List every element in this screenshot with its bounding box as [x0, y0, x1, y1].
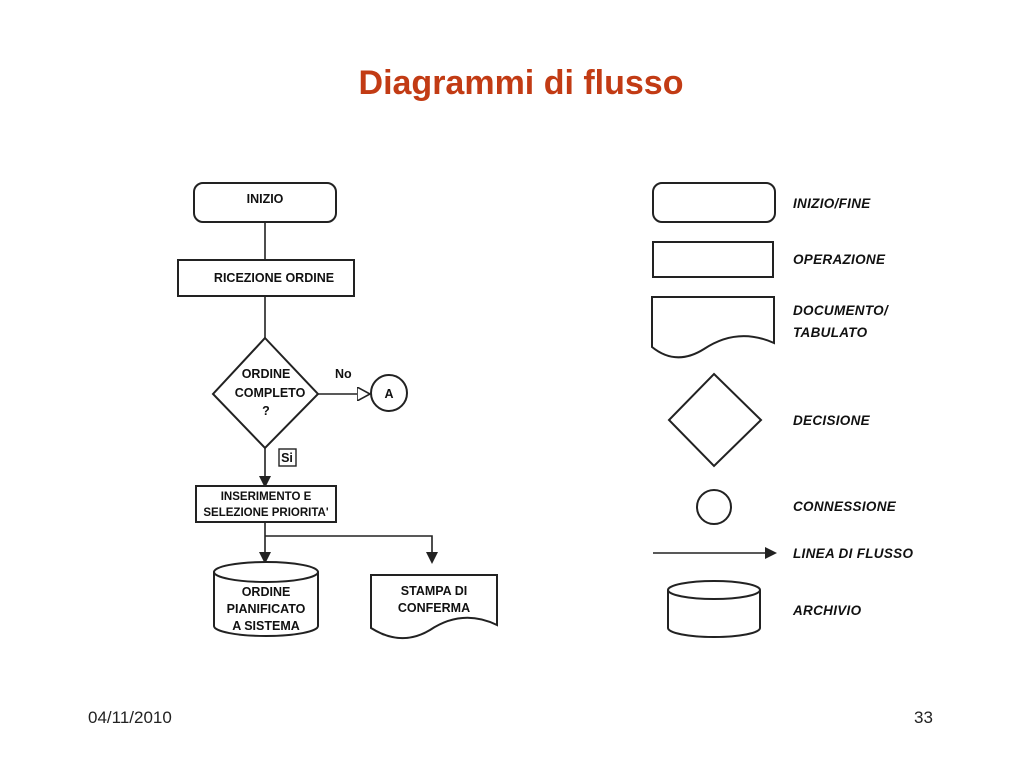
- document-label-2: CONFERMA: [398, 601, 470, 615]
- yes-branch-label: Si: [281, 451, 293, 465]
- yes-label-box: [278, 448, 297, 467]
- legend-connector-label: CONNESSIONE: [793, 499, 897, 514]
- document-shape: [370, 574, 498, 640]
- footer-date: 04/11/2010: [88, 708, 172, 727]
- archive-label-1: ORDINE: [242, 585, 291, 599]
- legend-connector-symbol: [696, 489, 732, 525]
- connector-label: A: [384, 387, 393, 401]
- insert-priority-label-1: INSERIMENTO E: [221, 491, 312, 503]
- flowchart: INIZIO RICEZIONE ORDINE ORDINE COMPLETO …: [177, 182, 498, 640]
- connector-circle: [370, 374, 408, 412]
- decision-label-2: COMPLETO: [235, 386, 306, 400]
- legend-terminator-label: INIZIO/FINE: [793, 196, 871, 211]
- legend-document-symbol: [651, 296, 775, 359]
- legend-operation-label: OPERAZIONE: [793, 252, 886, 267]
- start-terminator: [193, 182, 337, 223]
- insert-priority-box: [195, 485, 337, 523]
- archive-label-3: A SISTEMA: [232, 619, 300, 633]
- legend-document-label-1: DOCUMENTO/: [793, 303, 889, 318]
- receive-order-label: RICEZIONE ORDINE: [214, 271, 334, 285]
- slide-title: Diagrammi di flusso: [358, 64, 684, 102]
- decision-label-1: ORDINE: [242, 367, 291, 381]
- receive-order-box: [177, 259, 355, 297]
- start-label: INIZIO: [247, 192, 284, 206]
- page-number: 33: [914, 708, 933, 727]
- legend-archive-label: ARCHIVIO: [792, 603, 862, 618]
- legend-decision-symbol: [667, 372, 763, 468]
- legend-flow-line-label: LINEA DI FLUSSO: [793, 546, 913, 561]
- legend-operation-symbol: [652, 241, 774, 278]
- archive-cylinder: [213, 561, 319, 637]
- legend-decision-label: DECISIONE: [793, 413, 871, 428]
- symbol-legend: INIZIO/FINE OPERAZIONE DOCUMENTO/ TABULA…: [651, 182, 913, 638]
- decision-diamond: [211, 336, 320, 450]
- legend-document-label-2: TABULATO: [793, 325, 868, 340]
- legend-archive-symbol: [667, 580, 761, 638]
- no-branch-label: No: [335, 367, 352, 381]
- legend-terminator-symbol: [652, 182, 776, 223]
- archive-label-2: PIANIFICATO: [227, 602, 306, 616]
- flow-line-insert-to-document: [265, 535, 438, 564]
- decision-label-3: ?: [262, 404, 270, 418]
- document-label-1: STAMPA DI: [401, 584, 467, 598]
- insert-priority-label-2: SELEZIONE PRIORITA': [203, 507, 328, 519]
